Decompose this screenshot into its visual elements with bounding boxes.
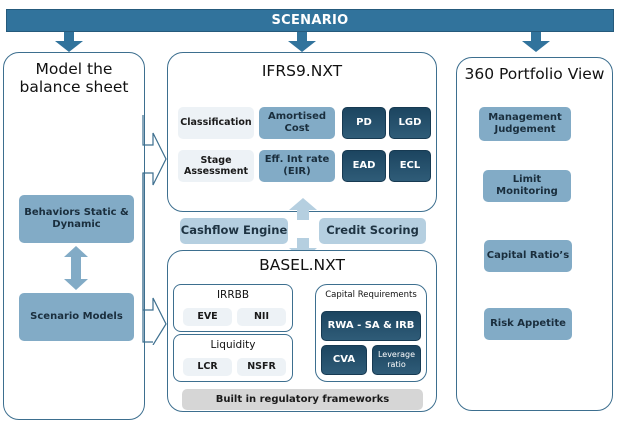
cva-box: CVA <box>321 345 367 375</box>
nii-box: NII <box>237 308 286 326</box>
liquidity-title: Liquidity <box>210 339 256 351</box>
nsfr-box: NSFR <box>237 358 286 376</box>
double-arrow-icon <box>64 246 88 290</box>
capital-ratios-box: Capital Ratio’s <box>484 240 572 272</box>
credit-scoring-box: Credit Scoring <box>319 218 426 244</box>
classification-box: Classification <box>178 107 254 139</box>
basel-title: BASEL.NXT <box>259 256 345 274</box>
basel-panel: BASEL.NXT IRRBB EVE NII Liquidity LCR NS… <box>167 250 437 412</box>
irrbb-title: IRRBB <box>216 289 250 301</box>
lcr-box: LCR <box>183 358 232 376</box>
portfolio-view-panel: 360 Portfolio View Management Judgement … <box>456 57 613 411</box>
behaviors-box: Behaviors Static & Dynamic <box>19 195 134 243</box>
management-judgement-box: Management Judgement <box>479 107 571 141</box>
leverage-ratio-box: Leverage ratio <box>372 345 421 375</box>
lgd-box: LGD <box>389 107 431 139</box>
capital-title: Capital Requirements <box>325 290 417 300</box>
irrbb-group: IRRBB EVE NII <box>173 284 293 332</box>
panel-title: Model the balance sheet <box>19 60 129 96</box>
vertical-arrows-icon <box>289 198 317 260</box>
amortised-cost-box: Amortised Cost <box>259 107 335 139</box>
scenario-banner: SCENARIO <box>6 9 614 32</box>
eve-box: EVE <box>183 308 232 326</box>
ifrs9-panel: IFRS9.NXT Classification Amortised Cost … <box>167 52 437 212</box>
portfolio-title: 360 Portfolio View <box>464 65 605 83</box>
eir-box: Eff. Int rate (EIR) <box>259 150 335 182</box>
ifrs9-title: IFRS9.NXT <box>261 62 343 80</box>
down-arrow-icon <box>55 32 83 52</box>
ecl-box: ECL <box>389 150 431 182</box>
regulatory-frameworks-box: Built in regulatory frameworks <box>182 389 423 410</box>
scenario-models-box: Scenario Models <box>19 293 134 341</box>
stage-assessment-box: Stage Assessment <box>178 150 254 182</box>
pd-box: PD <box>342 107 386 139</box>
down-arrow-icon <box>522 32 550 52</box>
rwa-box: RWA - SA & IRB <box>321 311 421 341</box>
liquidity-group: Liquidity LCR NSFR <box>173 334 293 382</box>
risk-appetite-box: Risk Appetite <box>484 308 572 340</box>
limit-monitoring-box: Limit Monitoring <box>483 170 571 202</box>
connector-arrows-icon <box>142 115 167 345</box>
model-balance-sheet-panel: Model the balance sheet Behaviors Static… <box>3 52 145 420</box>
scenario-label: SCENARIO <box>271 13 349 28</box>
ead-box: EAD <box>342 150 386 182</box>
cashflow-engine-box: Cashflow Engine <box>180 218 288 244</box>
down-arrow-icon <box>288 32 316 52</box>
capital-requirements-group: Capital Requirements RWA - SA & IRB CVA … <box>315 284 427 382</box>
